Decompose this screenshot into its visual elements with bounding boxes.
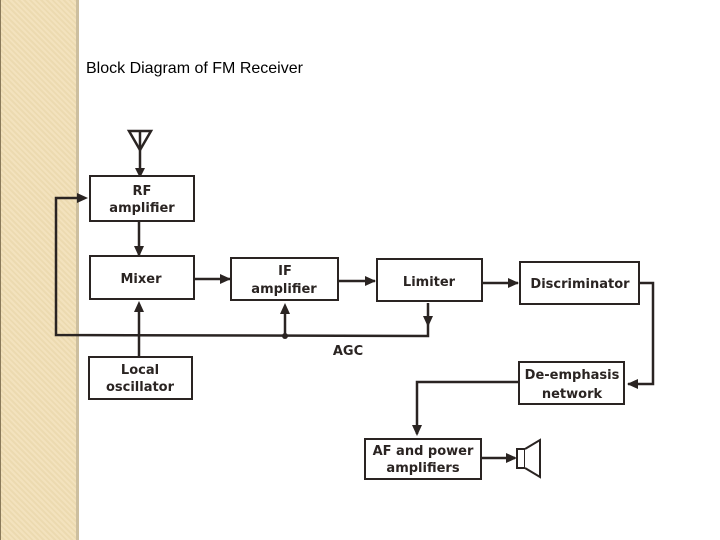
block-label: AF and power (373, 444, 474, 459)
wire-disc-deemph (628, 281, 655, 386)
arrowheads (77, 168, 638, 463)
arrow-into-if-bottom (280, 303, 290, 314)
block-rf-amplifier: RF amplifier (89, 175, 195, 222)
block-mixer: Mixer (89, 255, 195, 300)
wire-deemph-af (415, 380, 519, 434)
arrow-into-if (220, 274, 231, 284)
arrow-into-mixer-top (134, 246, 144, 257)
block-label: oscillator (106, 380, 175, 395)
block-label: De-emphasis (525, 368, 620, 383)
block-discriminator: Discriminator (519, 261, 640, 305)
block-af-power-amplifiers: AF and power amplifiers (364, 438, 482, 480)
block-label: Mixer (120, 272, 162, 287)
block-label: RF (133, 184, 152, 199)
arrow-agc-down (423, 316, 433, 327)
agc-junction-dot (282, 333, 288, 339)
block-if-amplifier: IF amplifier (230, 257, 339, 301)
block-label: amplifier (109, 201, 175, 216)
arrow-into-rf-left (77, 193, 88, 203)
block-label: network (542, 387, 603, 402)
block-label: amplifier (251, 282, 317, 297)
block-limiter: Limiter (376, 258, 483, 302)
antenna-icon (126, 129, 154, 153)
slide-title: Block Diagram of FM Receiver (86, 60, 303, 77)
speaker-icon (516, 438, 541, 479)
slide-side-edge (76, 0, 79, 540)
arrow-into-deemph (627, 379, 638, 389)
slide-side-stripe (0, 0, 76, 540)
block-label: Limiter (403, 275, 456, 290)
arrow-into-af (412, 425, 422, 436)
block-local-oscillator: Local oscillator (88, 356, 193, 400)
block-label: Local (121, 363, 159, 378)
block-de-emphasis-network: De-emphasis network (518, 361, 625, 405)
arrow-into-rf (135, 168, 145, 178)
slide-side-border (0, 0, 1, 540)
arrow-into-mixer-bottom (134, 301, 144, 312)
block-label: IF (278, 264, 292, 279)
arrow-into-limiter (365, 276, 376, 286)
agc-label: AGC (333, 344, 363, 359)
arrow-into-speaker (506, 453, 517, 463)
block-label: Discriminator (530, 277, 630, 292)
block-label: amplifiers (386, 461, 459, 476)
arrow-into-disc (508, 278, 519, 288)
